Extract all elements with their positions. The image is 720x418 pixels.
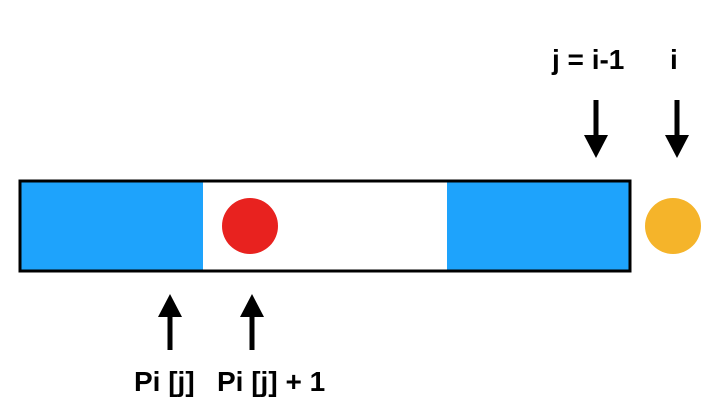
left-blue-segment [20,181,203,271]
array-bar-outline [18,179,632,273]
j-index-label: j = i-1 [552,44,625,75]
down-arrow-icon [584,100,608,158]
pi-j-label: Pi [j] [134,366,195,397]
up-arrow-icon [240,294,264,350]
pi-j-plus-one-label: Pi [j] + 1 [217,366,326,397]
i-index-label: i [670,44,678,75]
red-dot [222,198,278,254]
down-arrow-icon [665,100,689,158]
orange-dot [645,198,701,254]
right-blue-segment [447,181,630,271]
up-arrow-icon [158,294,182,350]
